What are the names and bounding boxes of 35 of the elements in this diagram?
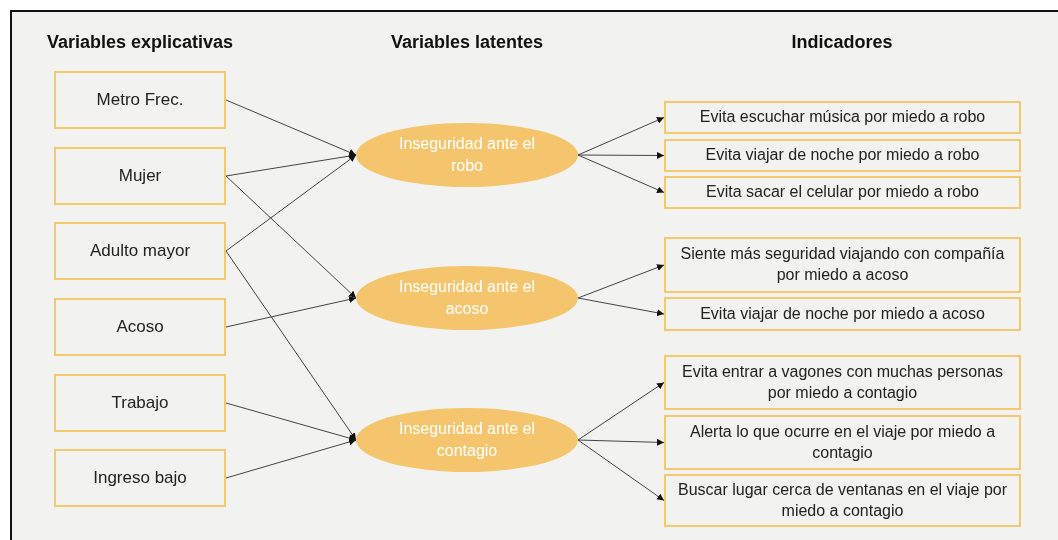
indicator-box: Evita sacar el celular por miedo a robo bbox=[664, 176, 1021, 209]
indicator-box: Evita escuchar música por miedo a robo bbox=[664, 101, 1021, 134]
arrow bbox=[577, 154, 665, 193]
arrow bbox=[225, 438, 357, 479]
variable-box: Acoso bbox=[54, 298, 226, 356]
column-heading: Variables latentes bbox=[390, 32, 544, 53]
variable-box: Adulto mayor bbox=[54, 222, 226, 280]
arrow bbox=[577, 117, 665, 156]
variable-box: Metro Frec. bbox=[54, 71, 226, 129]
arrow bbox=[577, 382, 665, 441]
variable-box: Ingreso bajo bbox=[54, 449, 226, 507]
arrow bbox=[225, 99, 357, 156]
indicator-box: Alerta lo que ocurre en el viaje por miedo a contagio bbox=[664, 415, 1021, 470]
arrow bbox=[225, 175, 357, 299]
latent-variable-ellipse: Inseguridad ante el acoso bbox=[356, 266, 578, 330]
arrow bbox=[225, 250, 357, 441]
arrow bbox=[225, 152, 357, 177]
arrow bbox=[577, 264, 665, 299]
latent-variable-ellipse: Inseguridad ante el contagio bbox=[356, 408, 578, 472]
column-heading: Variables explicativas bbox=[46, 32, 234, 53]
indicator-box: Evita viajar de noche por miedo a acoso bbox=[664, 297, 1021, 331]
indicator-box: Siente más seguridad viajando con compañía por miedo a acoso bbox=[664, 237, 1021, 293]
indicator-box: Evita viajar de noche por miedo a robo bbox=[664, 139, 1021, 172]
arrow bbox=[577, 438, 665, 446]
arrow bbox=[577, 297, 665, 317]
indicator-box: Buscar lugar cerca de ventanas en el viaje por miedo a contagio bbox=[664, 474, 1021, 527]
latent-variable-ellipse: Inseguridad ante el robo bbox=[356, 123, 578, 187]
arrow bbox=[225, 154, 357, 252]
indicator-box: Evita entrar a vagones con muchas personas por miedo a contagio bbox=[664, 355, 1021, 410]
arrow bbox=[225, 296, 357, 328]
arrow bbox=[225, 402, 357, 442]
variable-box: Trabajo bbox=[54, 374, 226, 432]
variable-box: Mujer bbox=[54, 147, 226, 205]
column-heading: Indicadores bbox=[791, 32, 893, 53]
arrow bbox=[577, 439, 665, 501]
